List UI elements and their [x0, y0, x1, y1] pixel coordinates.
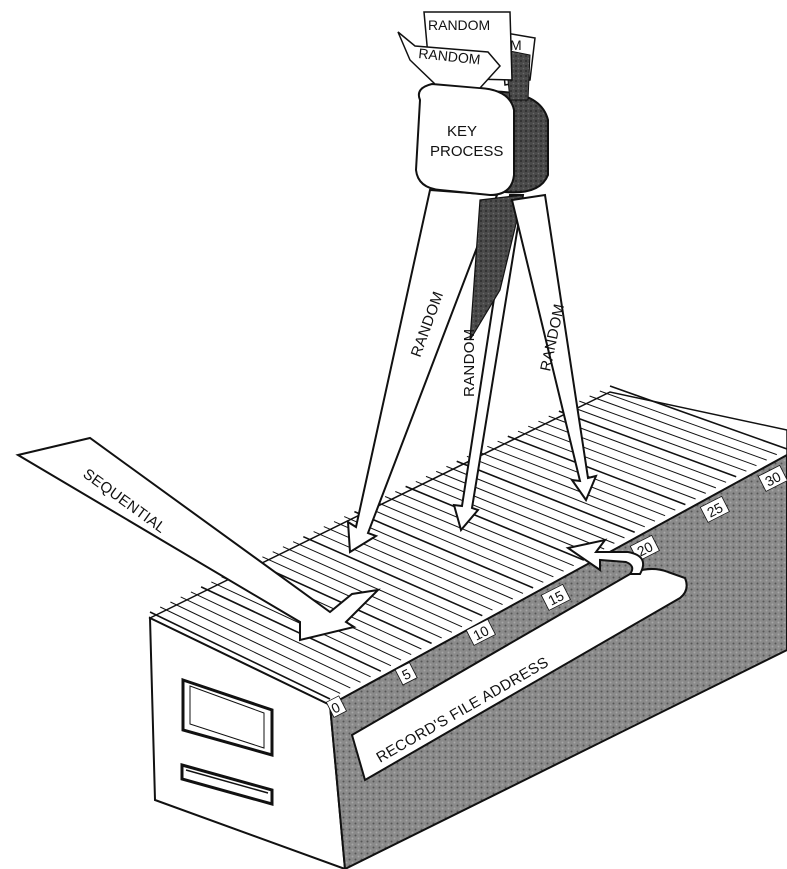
input-cards: M RANDOM RANDOM	[398, 12, 535, 100]
random-arrow-2-label: RANDOM	[461, 329, 478, 397]
key-process-line2: PROCESS	[430, 143, 503, 160]
key-process-box: KEY PROCESS	[416, 84, 548, 195]
key-process-line1: KEY	[447, 123, 477, 140]
input-card-1: RANDOM	[428, 17, 490, 33]
